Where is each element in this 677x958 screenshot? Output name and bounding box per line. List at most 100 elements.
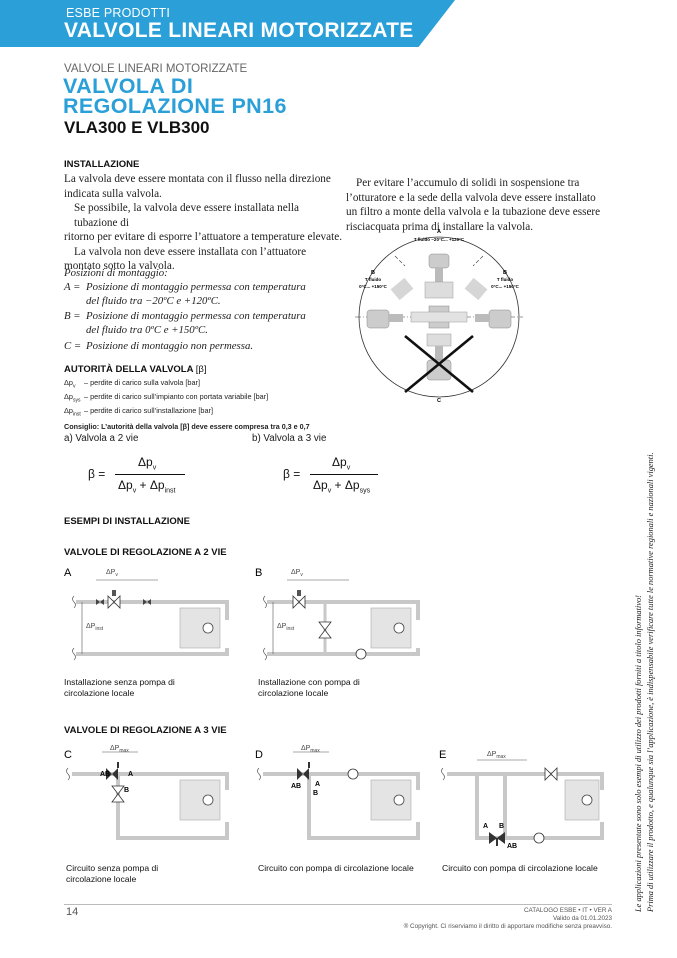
dp-label: ΔPmax <box>487 751 506 760</box>
dp-sub: inst <box>286 626 294 632</box>
page-title: VALVOLA DI REGOLAZIONE PN16 <box>63 74 287 117</box>
esempi-3way-heading: VALVOLE DI REGOLAZIONE A 3 VIE <box>64 725 227 736</box>
text-line: montato sotto la valvola. <box>64 260 175 272</box>
header-banner <box>0 0 455 47</box>
diagram-letter: D <box>255 749 263 761</box>
eq-text: + Δp <box>139 478 165 492</box>
label-3way: b) Valvola a 3 vie <box>252 433 327 444</box>
def-symbol: Δp <box>64 378 73 387</box>
text-line: ritorno per evitare di esporre l’attuato… <box>64 231 342 243</box>
eq-sub: v <box>152 464 157 472</box>
pos-key: A = <box>64 280 81 293</box>
caption-line: Installazione con pompa di <box>258 677 360 687</box>
boiler-icon <box>370 607 412 649</box>
header-title: VALVOLE LINEARI MOTORIZZATE <box>64 19 414 42</box>
port-a: A <box>315 781 320 788</box>
disclaimer-line: Le applicazioni presentate sono solo ese… <box>634 595 643 912</box>
def-text: – perdite di carico sull’impianto con po… <box>84 391 269 401</box>
def-text: – perdite di carico sulla valvola [bar] <box>84 378 200 387</box>
caption-line: circolazione locale <box>66 874 137 884</box>
diagram-e: E ΔPmax A B AB <box>439 749 604 850</box>
formula-a-bar <box>115 474 185 475</box>
diagram-c: C ΔPmax AB A B <box>64 745 229 840</box>
port-b: B <box>124 787 129 794</box>
pump-icon <box>347 768 359 780</box>
def-symbol: Δp <box>64 391 73 401</box>
def-symbol: Δp <box>64 405 73 415</box>
formula-a-denominator: Δpv + Δpinst <box>118 478 175 494</box>
caption-d: Circuito con pompa di circolazione local… <box>258 863 414 874</box>
text-line: l’otturatore e la sede della valvola dev… <box>346 191 596 204</box>
port-a: A <box>128 771 133 778</box>
autorita-heading: AUTORITÀ DELLA VALVOLA [β] <box>64 364 207 375</box>
diagram-b: B ΔPv ΔPinst <box>255 567 420 661</box>
diagram-letter: C <box>64 749 72 761</box>
dp-sub: max <box>496 754 506 760</box>
dp-inst-label: ΔPinst <box>277 623 295 632</box>
filter-note: Per evitare l’accumulo di solidi in sosp… <box>346 176 611 234</box>
caption-line: Installazione senza pompa di <box>64 677 175 687</box>
autorita-definitions: Δpv– perdite di carico sulla valvola [ba… <box>64 378 364 432</box>
diagram-d: D ΔPmax AB A B <box>255 745 420 840</box>
dp-label: ΔPmax <box>110 745 129 754</box>
footer-rule <box>64 904 612 905</box>
caption-line: Circuito senza pompa di <box>66 863 159 873</box>
dp-text: ΔP <box>110 745 120 752</box>
pos-text: Posizione di montaggio permessa con temp… <box>86 280 306 293</box>
pos-text: del fluido tra −20ºC e +120ºC. <box>86 294 221 307</box>
pos-key: C = <box>64 339 82 352</box>
esempi-2way-heading: VALVOLE DI REGOLAZIONE A 2 VIE <box>64 547 227 558</box>
dp-inst-label: ΔPinst <box>86 623 104 632</box>
eq-sub: inst <box>164 487 176 495</box>
port-ab: AB <box>291 783 301 790</box>
formula-b-bar <box>310 474 378 475</box>
caption-line: Circuito con pompa di circolazione local… <box>258 863 414 873</box>
pos-text: Posizione di montaggio permessa con temp… <box>86 310 306 323</box>
diagram-letter: B <box>255 567 262 579</box>
dp-sub: v <box>115 572 118 578</box>
dp-text: ΔP <box>291 569 301 576</box>
footer-catalog: CATALOGO ESBE • IT • VER A <box>523 907 612 914</box>
footer-copyright: ® Copyright. Ci riserviamo il diritto di… <box>403 923 612 930</box>
text-line: La valvola deve essere montata con il fl… <box>64 173 331 185</box>
mount-positions: Posizioni di montaggio: A =Posizione di … <box>64 267 349 354</box>
installazione-text: La valvola deve essere montata con il fl… <box>64 172 344 274</box>
boiler-icon <box>179 607 221 649</box>
footer-valid: Valido da 01.01.2023 <box>552 915 612 922</box>
eq-sub: sys <box>359 487 371 495</box>
autorita-heading-text: AUTORITÀ DELLA VALVOLA <box>64 364 194 375</box>
page-title-line1: VALVOLA DI <box>63 74 194 98</box>
text-line: un filtro a monte della valvola e la tub… <box>346 206 601 218</box>
port-ab: AB <box>100 771 110 778</box>
boiler-icon <box>179 779 221 821</box>
eq-text: Δp <box>118 478 133 492</box>
def-sub: v <box>72 383 76 390</box>
temp-a: T fluido −20°C... +120°C <box>414 237 465 242</box>
temp-b-right-2: 0°C... +150°C <box>491 284 519 289</box>
text-line: risciacquata prima di installare la valv… <box>346 220 534 233</box>
def-text: – perdite di carico sull’installazione [… <box>84 405 213 415</box>
dp-text: ΔP <box>277 623 287 630</box>
category-label: VALVOLE LINEARI MOTORIZZATE <box>64 63 248 75</box>
diagram-a: A ΔPv ΔPinst <box>64 567 229 661</box>
pump-icon <box>355 648 367 660</box>
label-c: C <box>437 398 441 404</box>
text-line: Se possibile, la valvola deve essere ins… <box>74 202 299 229</box>
port-b: B <box>313 790 318 797</box>
label-a: A <box>437 229 441 235</box>
dp-text: ΔP <box>106 569 116 576</box>
formula-b-numerator: Δpv <box>332 455 350 471</box>
dp-sub: v <box>300 572 303 578</box>
esempi-heading: ESEMPI DI INSTALLAZIONE <box>64 516 190 527</box>
formula-a-numerator: Δpv <box>138 455 156 471</box>
eq-text: Δp <box>332 455 347 469</box>
temp-b-left-2: 0°C... +150°C <box>359 284 387 289</box>
dp-label: ΔPmax <box>301 745 320 754</box>
disclaimer-line: Prima di utilizzare il prodotto, e qualu… <box>645 452 655 912</box>
caption-line: circolazione locale <box>64 688 135 698</box>
caption-line: circolazione locale <box>258 688 329 698</box>
installazione-heading: INSTALLAZIONE <box>64 159 140 170</box>
